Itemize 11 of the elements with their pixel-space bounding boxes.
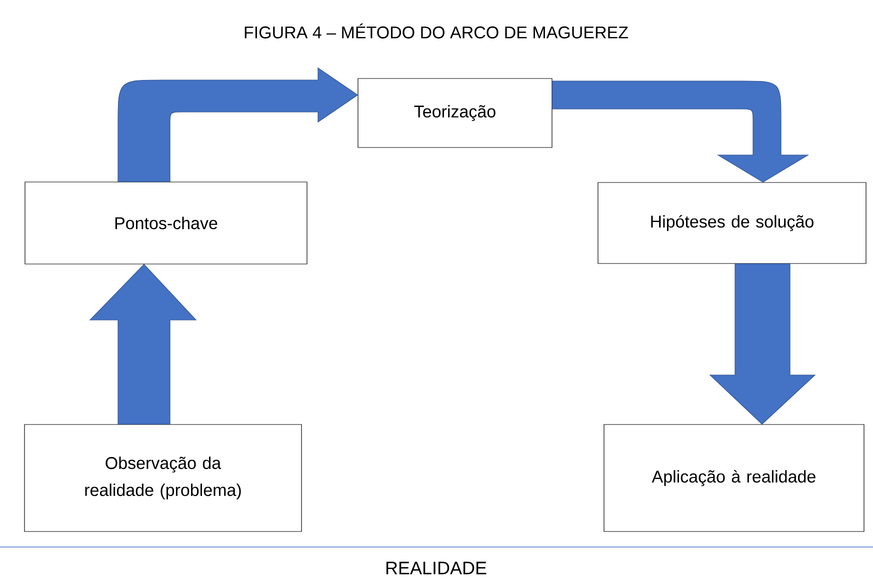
process-box: Hipóteses de solução — [598, 182, 866, 264]
ground-label: REALIDADE — [386, 562, 486, 574]
process-box: Teorização — [358, 78, 552, 148]
block-arrow — [709, 264, 816, 425]
block-arrow — [89, 264, 197, 424]
title: FIGURA 4 – MÉTODO DO ARCO DE MAGUEREZ — [244, 24, 628, 38]
block-arrow — [118, 68, 358, 182]
process-box: Pontos-chave — [24, 182, 308, 264]
process-box: Observação da realidade (problema) — [24, 424, 302, 532]
block-arrow — [552, 80, 808, 182]
process-box: Aplicação à realidade — [604, 424, 864, 532]
